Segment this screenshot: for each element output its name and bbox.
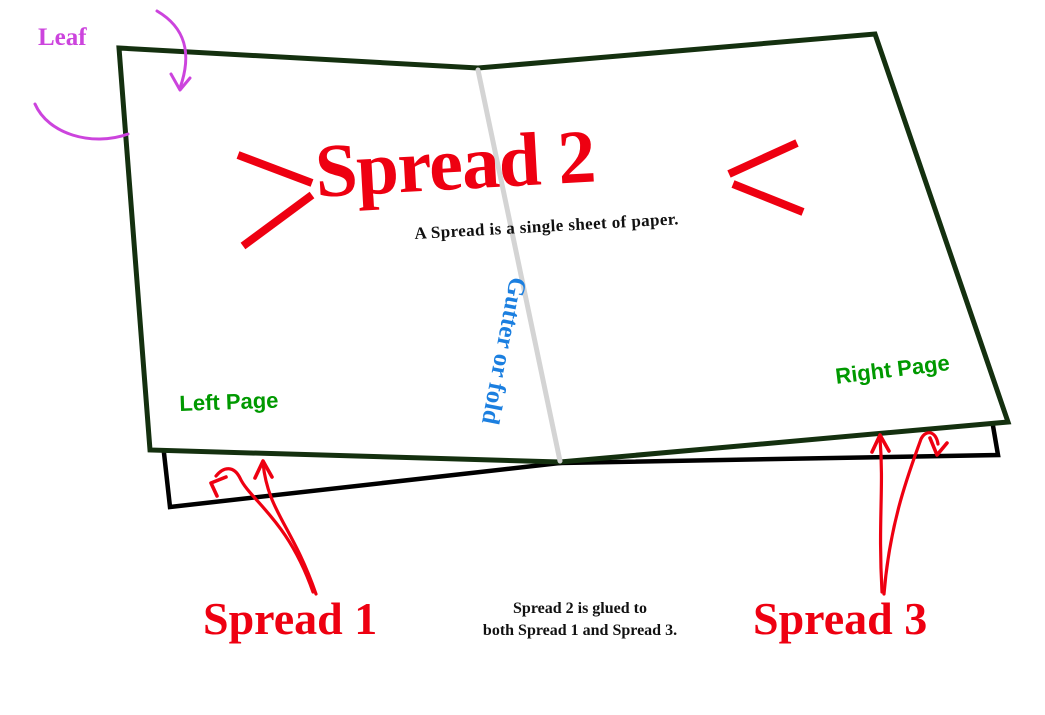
spread1-arrow-b <box>261 461 318 596</box>
left-page-label: Left Page <box>178 387 279 416</box>
glue-caption: Spread 2 is glued to both Spread 1 and S… <box>460 598 700 641</box>
spread1-label: Spread 1 <box>203 593 378 644</box>
spread1-arrow-b-head <box>253 459 274 480</box>
glue-caption-line-1: Spread 2 is glued to <box>513 600 647 617</box>
spread1-arrows-group <box>209 459 318 596</box>
spread2-title: Spread 2 <box>312 114 597 214</box>
glue-caption-line-2: both Spread 1 and Spread 3. <box>482 621 678 639</box>
spread3-arrow-a <box>878 436 884 594</box>
accent-right-upper <box>727 139 799 178</box>
spread1-arrow-a <box>214 467 315 594</box>
leaf-arrow-down-head <box>169 72 192 92</box>
spread3-arrows-group <box>870 431 949 596</box>
leaf-arrow-left <box>33 102 130 141</box>
accent-right-lower <box>731 180 805 216</box>
spread3-arrow-b-head <box>928 436 949 457</box>
leaf-label: Leaf <box>38 24 87 51</box>
accent-left-lower <box>240 191 315 250</box>
spread3-arrow-a-head <box>870 433 891 454</box>
accent-left-upper <box>236 151 314 187</box>
title-accent-marks <box>236 139 805 250</box>
leaf-arrow-down <box>155 9 188 90</box>
spread3-label: Spread 3 <box>753 593 928 644</box>
spread3-arrow-b <box>882 431 940 596</box>
spread1-arrow-a-head <box>209 475 228 498</box>
gutter-fold-line <box>475 67 563 464</box>
spread2-sheet-group <box>116 31 1012 465</box>
leaf-arrows-group <box>33 9 192 141</box>
